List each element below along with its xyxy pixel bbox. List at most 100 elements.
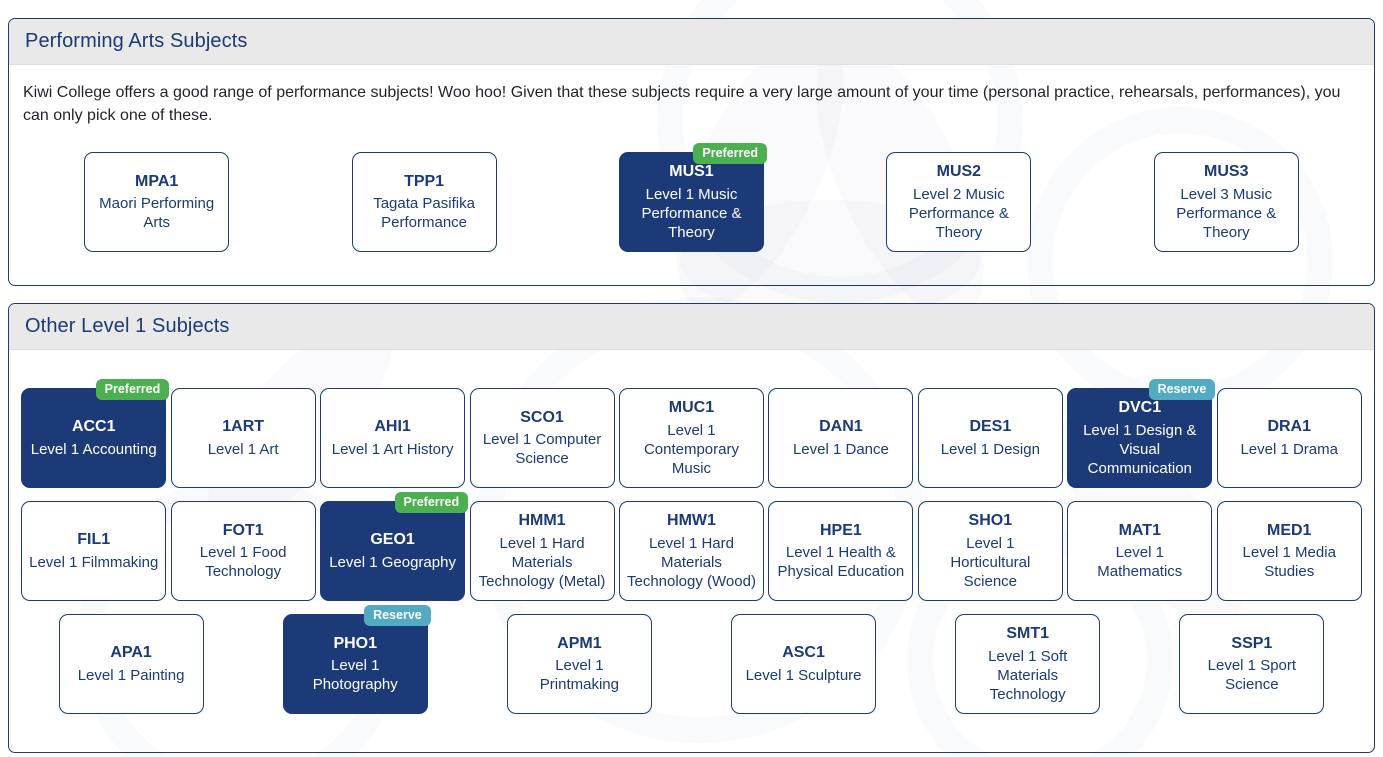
subject-card-tpp1[interactable]: TPP1 Tagata Pasifika Performance (351, 152, 497, 253)
subject-card-wrap: AHI1 Level 1 Art History (320, 388, 466, 489)
reserve-badge: Reserve (364, 605, 431, 627)
subject-name: Level 1 Accounting (30, 440, 157, 458)
subject-card-ssp1[interactable]: SSP1 Level 1 Sport Science (1179, 614, 1325, 715)
subject-card-acc1[interactable]: ACC1 Level 1 Accounting (21, 388, 167, 489)
subject-code: ASC1 (782, 644, 825, 662)
subject-code: MED1 (1266, 521, 1312, 539)
subject-code: MUC1 (668, 399, 715, 417)
subject-panel-1: Performing Arts Subjects Kiwi College of… (8, 18, 1375, 287)
subject-card-mus3[interactable]: MUS3 Level 3 Music Performance & Theory (1153, 152, 1299, 253)
subject-card-wrap: HMW1 Level 1 Hard Materials Technology (… (618, 501, 764, 602)
subject-code: MUS3 (1204, 163, 1249, 181)
subject-code: AHI1 (374, 418, 411, 436)
subject-card-mpa1[interactable]: MPA1 Maori Performing Arts (84, 152, 230, 253)
subject-card-apa1[interactable]: APA1 Level 1 Painting (58, 614, 204, 715)
subject-name: Level 1 Horticultural Science (950, 534, 1031, 590)
subject-card-wrap: 1ART Level 1 Art (170, 388, 316, 489)
subject-card-fil1[interactable]: FIL1 Level 1 Filmmaking (21, 501, 167, 602)
subject-card-wrap: HPE1 Level 1 Health & Physical Education (768, 501, 914, 602)
subject-name: Level 1 Drama (1240, 440, 1338, 458)
subject-name: Level 1 Printmaking (539, 657, 619, 694)
subject-card-mus2[interactable]: MUS2 Level 2 Music Performance & Theory (886, 152, 1032, 253)
subject-name: Level 1 Hard Materials Technology (Metal… (478, 534, 606, 590)
subject-code: 1ART (222, 418, 265, 436)
panel-description: Kiwi College offers a good range of perf… (23, 84, 1341, 125)
panel-body: Kiwi College offers a good range of perf… (9, 65, 1374, 285)
subject-code: MPA1 (135, 172, 179, 190)
subject-code: SMT1 (1006, 625, 1050, 643)
subject-name: Level 1 Hard Materials Technology (Wood) (626, 534, 756, 590)
subject-name: Level 2 Music Performance & Theory (908, 185, 1009, 241)
subject-name: Level 1 Contemporary Music (643, 421, 739, 477)
subject-name: Level 1 Art History (331, 440, 454, 458)
subject-card-hmm1[interactable]: HMM1 Level 1 Hard Materials Technology (… (469, 501, 615, 602)
subject-code: FOT1 (222, 521, 264, 539)
subject-card-dvc1[interactable]: DVC1 Level 1 Design & Visual Communicati… (1067, 388, 1213, 489)
reserve-badge: Reserve (1148, 379, 1216, 401)
subject-name: Level 1 Dance (792, 440, 889, 458)
subject-panel-2: Other Level 1 Subjects Preferred ACC1 Le… (8, 303, 1375, 754)
panel-header: Performing Arts Subjects (9, 19, 1374, 65)
subject-code: APA1 (110, 644, 152, 662)
subject-code: SHO1 (968, 512, 1013, 530)
subject-name: Level 1 Sculpture (745, 666, 862, 684)
subject-name: Level 3 Music Performance & Theory (1176, 185, 1277, 241)
subject-code: PHO1 (333, 634, 378, 652)
subject-card-1art[interactable]: 1ART Level 1 Art (170, 388, 316, 489)
subject-name: Level 1 Music Performance & Theory (641, 185, 742, 241)
subject-code: DES1 (969, 418, 1012, 436)
subject-card-des1[interactable]: DES1 Level 1 Design (917, 388, 1063, 489)
subject-card-wrap: SCO1 Level 1 Computer Science (469, 388, 615, 489)
panel-body: Preferred ACC1 Level 1 Accounting 1ART L… (9, 350, 1374, 752)
subject-card-mus1[interactable]: MUS1 Level 1 Music Performance & Theory (618, 152, 764, 253)
subject-code: DRA1 (1267, 418, 1311, 436)
subject-card-sco1[interactable]: SCO1 Level 1 Computer Science (469, 388, 615, 489)
subject-name: Level 1 Soft Materials Technology (988, 647, 1068, 703)
subject-card-muc1[interactable]: MUC1 Level 1 Contemporary Music (618, 388, 764, 489)
subject-card-wrap: SHO1 Level 1 Horticultural Science (917, 501, 1063, 602)
subject-card-wrap: APM1 Level 1 Printmaking (506, 614, 652, 715)
subject-card-wrap: MED1 Level 1 Media Studies (1216, 501, 1362, 602)
subject-code: SCO1 (520, 408, 564, 426)
subject-name: Level 1 Mathematics (1097, 544, 1183, 581)
subject-code: TPP1 (404, 172, 445, 190)
subject-card-geo1[interactable]: GEO1 Level 1 Geography (320, 501, 466, 602)
subject-name: Level 1 Sport Science (1207, 657, 1297, 694)
subject-card-wrap: DRA1 Level 1 Drama (1216, 388, 1362, 489)
subject-name: Tagata Pasifika Performance (373, 195, 475, 232)
subject-card-asc1[interactable]: ASC1 Level 1 Sculpture (731, 614, 877, 715)
subject-card-wrap: SSP1 Level 1 Sport Science (1179, 614, 1325, 715)
subject-name: Level 1 Design (940, 440, 1040, 458)
subject-card-smt1[interactable]: SMT1 Level 1 Soft Materials Technology (955, 614, 1101, 715)
subject-code: SSP1 (1231, 634, 1273, 652)
subject-name: Maori Performing Arts (99, 195, 215, 232)
subject-card-wrap: Reserve PHO1 Level 1 Photography (282, 605, 431, 715)
subject-code: GEO1 (370, 531, 415, 549)
subject-card-ahi1[interactable]: AHI1 Level 1 Art History (320, 388, 466, 489)
subject-code: APM1 (557, 634, 602, 652)
subject-card-fot1[interactable]: FOT1 Level 1 Food Technology (170, 501, 316, 602)
subject-card-wrap: Preferred GEO1 Level 1 Geography (320, 492, 469, 602)
subject-card-wrap: ASC1 Level 1 Sculpture (731, 614, 877, 715)
subject-card-grid: MPA1 Maori Performing Arts TPP1 Tagata P… (23, 143, 1360, 253)
subject-name: Level 1 Art (207, 440, 279, 458)
subject-card-pho1[interactable]: PHO1 Level 1 Photography (282, 614, 428, 715)
subject-card-wrap: DES1 Level 1 Design (917, 388, 1063, 489)
subject-code: HMM1 (518, 512, 566, 530)
subject-code: HPE1 (820, 521, 862, 539)
subject-card-wrap: MUC1 Level 1 Contemporary Music (618, 388, 764, 489)
subject-card-apm1[interactable]: APM1 Level 1 Printmaking (506, 614, 652, 715)
subject-card-med1[interactable]: MED1 Level 1 Media Studies (1216, 501, 1362, 602)
preferred-badge: Preferred (394, 492, 469, 514)
subject-card-sho1[interactable]: SHO1 Level 1 Horticultural Science (917, 501, 1063, 602)
subject-card-dan1[interactable]: DAN1 Level 1 Dance (768, 388, 914, 489)
subject-card-dra1[interactable]: DRA1 Level 1 Drama (1216, 388, 1362, 489)
subject-card-wrap: Reserve DVC1 Level 1 Design & Visual Com… (1067, 379, 1216, 489)
subject-card-mat1[interactable]: MAT1 Level 1 Mathematics (1067, 501, 1213, 602)
subject-card-hmw1[interactable]: HMW1 Level 1 Hard Materials Technology (… (618, 501, 764, 602)
panel-title: Other Level 1 Subjects (25, 315, 230, 338)
subject-card-wrap: HMM1 Level 1 Hard Materials Technology (… (469, 501, 615, 602)
subject-code: DVC1 (1118, 399, 1162, 417)
subject-card-hpe1[interactable]: HPE1 Level 1 Health & Physical Education (768, 501, 914, 602)
